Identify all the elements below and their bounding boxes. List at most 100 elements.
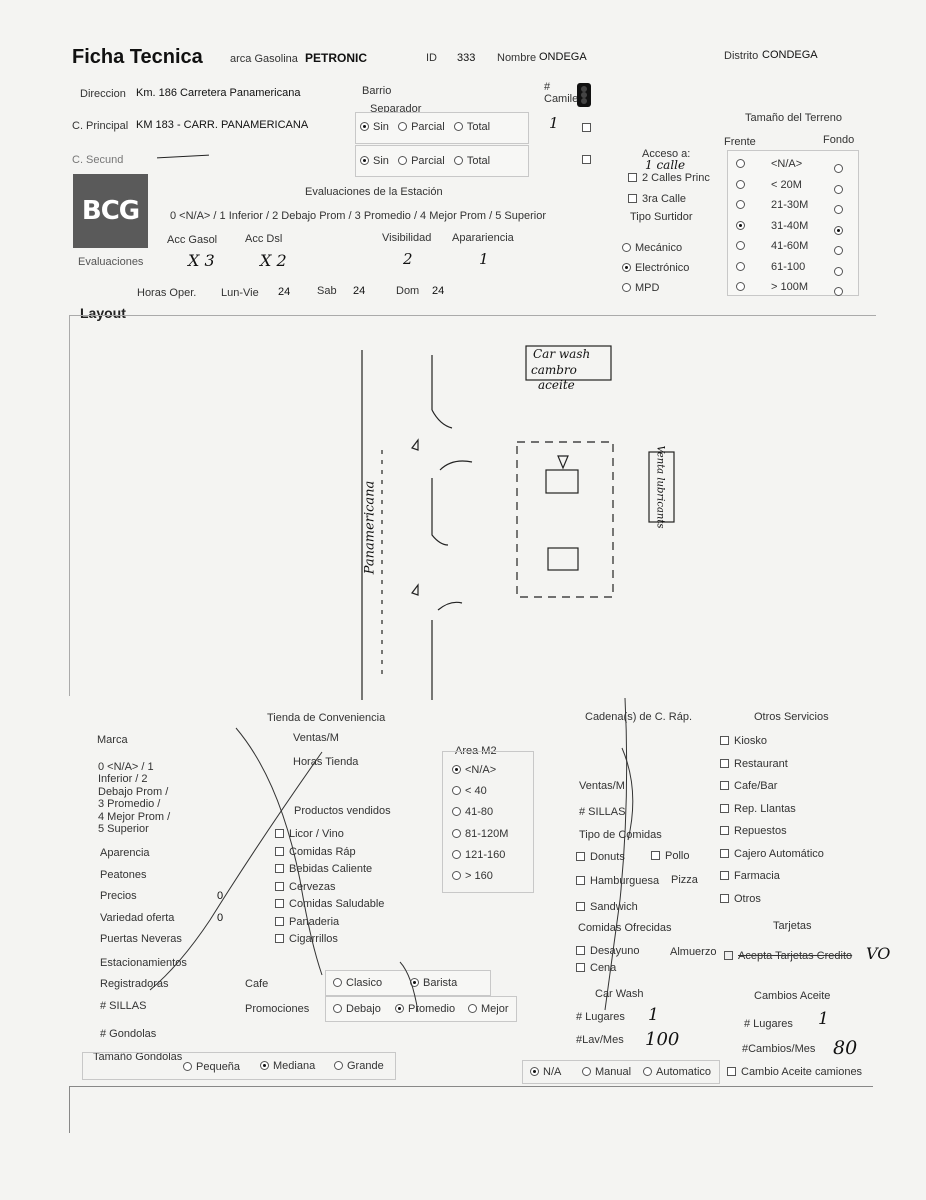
surtidor-electronico[interactable]: Electrónico bbox=[622, 262, 689, 274]
terreno-fondo-radio[interactable] bbox=[834, 159, 847, 177]
surtidor-mecanico[interactable]: Mecánico bbox=[622, 242, 682, 254]
tienda-field-label: # Gondolas bbox=[100, 1028, 157, 1040]
ofrecida-cena[interactable]: Cena bbox=[576, 962, 616, 974]
acceso-option-3racalle[interactable]: 3ra Calle bbox=[628, 193, 686, 205]
crossout-stroke-1 bbox=[235, 727, 323, 976]
terreno-fondo-radio[interactable] bbox=[834, 180, 847, 198]
otro-servicio-checkbox[interactable]: Restaurant bbox=[720, 758, 788, 770]
gondola-mediana[interactable]: Mediana bbox=[260, 1060, 315, 1072]
cafe-clasico[interactable]: Clasico bbox=[333, 977, 382, 989]
tipo-pizza[interactable]: Pizza bbox=[671, 874, 698, 886]
page-title: Ficha Tecnica bbox=[72, 46, 203, 68]
terreno-frente-radio[interactable] bbox=[736, 179, 745, 189]
otro-servicio-checkbox[interactable]: Rep. Llantas bbox=[720, 803, 796, 815]
lunvie-value[interactable]: 24 bbox=[278, 286, 291, 298]
terreno-fondo-radio[interactable] bbox=[834, 221, 847, 239]
terreno-fondo-radio[interactable] bbox=[834, 262, 847, 280]
eval-header-apariencia: Aparariencia bbox=[452, 232, 514, 244]
terreno-frente-radio[interactable] bbox=[736, 282, 745, 291]
secund-checkbox[interactable] bbox=[582, 150, 596, 168]
tipo-sandwich[interactable]: Sandwich bbox=[576, 901, 638, 913]
terreno-frente-radio[interactable] bbox=[736, 200, 745, 209]
terreno-frente-radio[interactable] bbox=[736, 220, 745, 230]
marca-value[interactable]: PETRONIC bbox=[305, 51, 368, 65]
terreno-fondo-radio[interactable] bbox=[834, 282, 847, 300]
tienda-variedad-value[interactable]: 0 bbox=[217, 912, 224, 924]
producto-checkbox[interactable]: Comidas Saludable bbox=[275, 898, 384, 910]
carwash-lugares-value[interactable]: 1 bbox=[648, 1005, 659, 1025]
carwash-option-manual[interactable]: Manual bbox=[582, 1066, 631, 1078]
aceite-cambios-value[interactable]: 80 bbox=[833, 1037, 858, 1059]
eval-value-accdsl[interactable]: X 2 bbox=[260, 251, 287, 270]
dom-value[interactable]: 24 bbox=[432, 285, 445, 297]
terreno-fondo-radio[interactable] bbox=[834, 241, 847, 259]
sab-value[interactable]: 24 bbox=[353, 285, 366, 297]
ofrecida-almuerzo[interactable]: Almuerzo bbox=[670, 946, 717, 958]
gondola-pequena[interactable]: Pequeña bbox=[183, 1061, 240, 1073]
otro-servicio-checkbox[interactable]: Cajero Automático bbox=[720, 848, 824, 860]
aceite-lugares-value[interactable]: 1 bbox=[818, 1009, 829, 1029]
radio-sin-1[interactable] bbox=[360, 122, 369, 131]
tienda-precios-value[interactable]: 0 bbox=[217, 890, 224, 902]
frente-label: Frente bbox=[724, 136, 756, 148]
tipo-hamburguesa[interactable]: Hamburguesa bbox=[576, 875, 659, 887]
area-option-radio[interactable]: < 40 bbox=[452, 785, 487, 797]
otro-servicio-checkbox[interactable]: Repuestos bbox=[720, 825, 787, 837]
promo-debajo[interactable]: Debajo bbox=[333, 1003, 381, 1015]
otro-servicio-checkbox[interactable]: Kiosko bbox=[720, 735, 767, 747]
eval-value-visibilidad[interactable]: 2 bbox=[403, 250, 413, 268]
distrito-value[interactable]: CONDEGA bbox=[762, 49, 818, 61]
radio-total-2[interactable] bbox=[453, 156, 463, 165]
principal-value[interactable]: KM 183 - CARR. PANAMERICANA bbox=[136, 119, 309, 131]
area-option-radio[interactable]: <N/A> bbox=[452, 764, 496, 776]
producto-checkbox[interactable]: Comidas Ráp bbox=[275, 846, 356, 858]
ofrecida-desayuno[interactable]: Desayuno bbox=[576, 945, 640, 957]
tipo-donuts[interactable]: Donuts bbox=[576, 851, 625, 863]
aceite-camiones-checkbox[interactable]: Cambio Aceite camiones bbox=[727, 1066, 862, 1078]
carwash-option-automatico[interactable]: Automatico bbox=[643, 1066, 711, 1078]
sketch-label-cambro: cambro bbox=[531, 363, 577, 377]
camiles-label: # Camiles bbox=[544, 81, 584, 105]
tarjetas-acepta[interactable]: Acepta Tarjetas Credito bbox=[724, 950, 852, 962]
id-value[interactable]: 333 bbox=[457, 52, 476, 64]
producto-checkbox[interactable]: Panaderia bbox=[275, 916, 339, 928]
nombre-value[interactable]: ONDEGA bbox=[539, 51, 587, 63]
tipo-pollo[interactable]: Pollo bbox=[651, 850, 689, 862]
radio-parcial-2[interactable] bbox=[398, 156, 408, 165]
radio-sin-2[interactable] bbox=[360, 156, 369, 165]
notes-area[interactable] bbox=[69, 1086, 873, 1133]
area-option-radio[interactable]: 121-160 bbox=[452, 849, 505, 861]
carwash-lav-label: #Lav/Mes bbox=[576, 1034, 624, 1046]
producto-checkbox[interactable]: Bebidas Caliente bbox=[275, 863, 372, 875]
promo-mejor[interactable]: Mejor bbox=[468, 1003, 509, 1015]
camiles-value[interactable]: 1 bbox=[549, 114, 559, 132]
terreno-fondo-radio[interactable] bbox=[834, 200, 847, 218]
acceso-option-2calles[interactable]: 2 Calles Princ bbox=[628, 172, 710, 184]
area-option-radio[interactable]: 41-80 bbox=[452, 806, 493, 818]
radio-parcial-1[interactable] bbox=[398, 122, 408, 131]
surtidor-mpd[interactable]: MPD bbox=[622, 282, 659, 294]
terreno-frente-radio[interactable] bbox=[736, 241, 745, 250]
terreno-frente-radio[interactable] bbox=[736, 261, 745, 271]
otro-servicio-checkbox[interactable]: Otros bbox=[720, 893, 761, 905]
direccion-value[interactable]: Km. 186 Carretera Panamericana bbox=[136, 87, 301, 99]
eval-value-accgasol[interactable]: X 3 bbox=[188, 251, 215, 270]
radio-total-1[interactable] bbox=[453, 122, 463, 131]
promo-promedio[interactable]: Promedio bbox=[395, 1003, 455, 1015]
area-option-radio[interactable]: > 160 bbox=[452, 870, 493, 882]
area-option-radio[interactable]: 81-120M bbox=[452, 828, 508, 840]
aceite-lugares-label: # Lugares bbox=[744, 1018, 793, 1030]
terreno-frente-radio[interactable] bbox=[736, 159, 745, 168]
producto-checkbox[interactable]: Cigarrillos bbox=[275, 933, 338, 945]
gondola-grande[interactable]: Grande bbox=[334, 1060, 384, 1072]
otro-servicio-checkbox[interactable]: Cafe/Bar bbox=[720, 780, 777, 792]
cafe-barista[interactable]: Barista bbox=[410, 977, 457, 989]
sketch-road-edge-right-2 bbox=[431, 478, 449, 546]
eval-value-apariencia[interactable]: 1 bbox=[479, 250, 489, 268]
camiles-checkbox[interactable] bbox=[582, 118, 596, 136]
terreno-title: Tamaño del Terreno bbox=[745, 112, 843, 124]
carwash-lav-value[interactable]: 100 bbox=[645, 1029, 680, 1050]
producto-checkbox[interactable]: Licor / Vino bbox=[275, 828, 344, 840]
carwash-option-na[interactable]: N/A bbox=[530, 1066, 561, 1078]
otro-servicio-checkbox[interactable]: Farmacia bbox=[720, 870, 780, 882]
